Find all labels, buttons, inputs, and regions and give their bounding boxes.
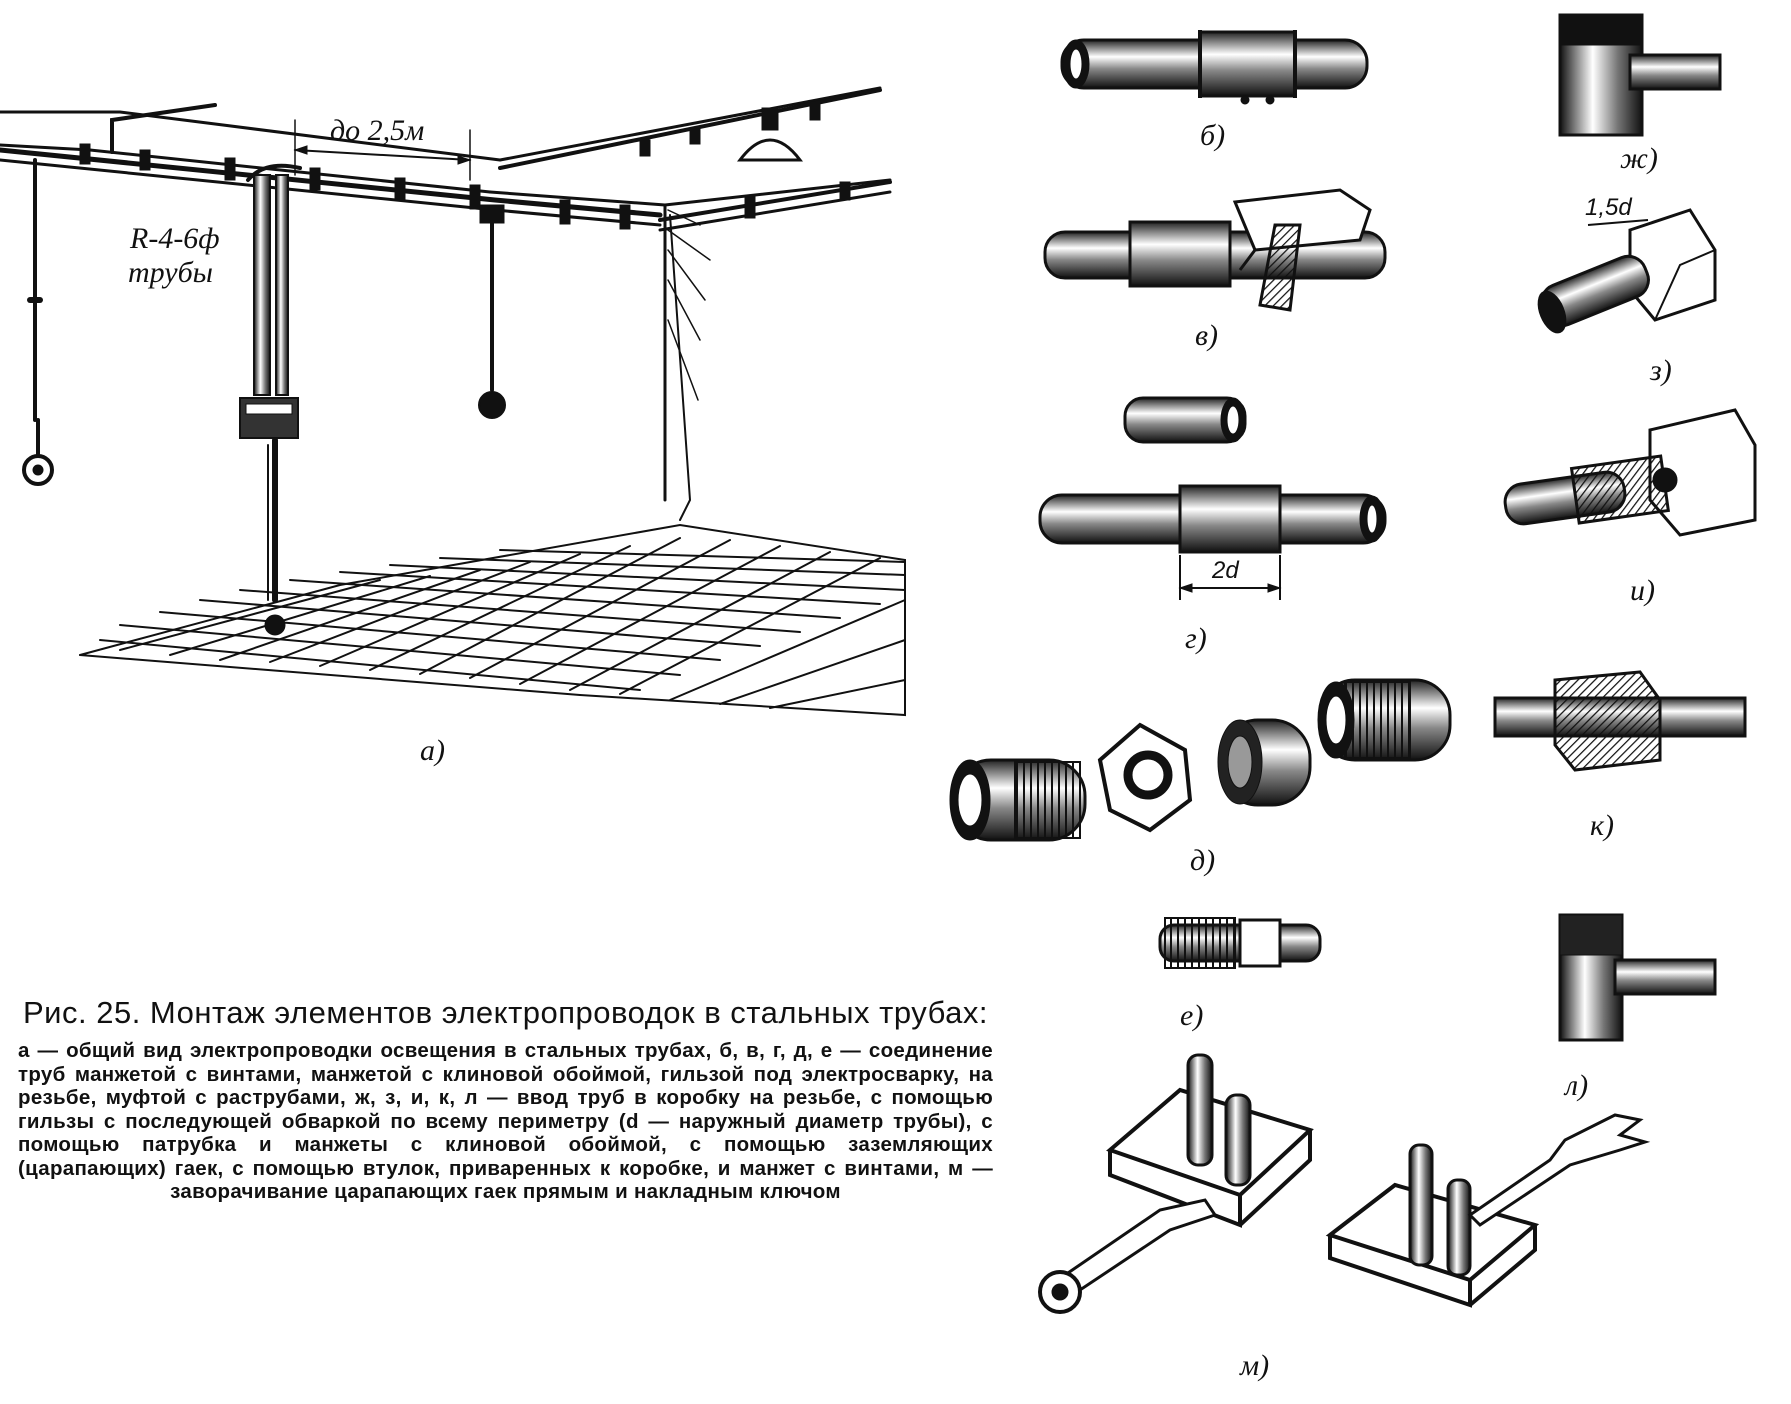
annotation-weld-width: 1,5d [1585,194,1632,221]
view-z-sleeve-welded [1537,208,1717,334]
label-view-d: д) [1190,844,1215,877]
annotation-radius-line2: трубы [128,256,213,289]
view-b-collar-screws [1060,30,1369,105]
view-i-branch-pipe-wedge [1503,408,1757,537]
annotation-spacing: до 2,5м [330,114,424,147]
view-m-wrench-tightening [1038,1053,1651,1314]
annotation-sleeve-length: 2d [1211,557,1239,584]
label-view-l: л) [1563,1069,1588,1102]
label-view-k: к) [1590,809,1614,842]
label-view-g: г) [1185,622,1207,655]
view-g-welding-sleeve [1038,396,1387,600]
view-l-bushings-collar [1558,913,1717,1042]
view-a-room [0,86,906,717]
label-view-b: б) [1200,119,1225,152]
label-view-a: а) [420,734,445,767]
label-view-zh: ж) [1620,142,1658,175]
view-k-grounding-nuts [1493,670,1747,772]
label-view-i: и) [1630,574,1655,607]
view-d-threaded-coupling [949,678,1452,842]
figure-caption: Рис. 25. Монтаж элементов электропроводо… [18,995,993,1204]
caption-body: а — общий вид электропроводки освещения … [18,1039,993,1203]
view-e-socket-coupling [1158,917,1322,969]
label-view-e: е) [1180,999,1203,1032]
label-view-v: в) [1195,319,1218,352]
label-view-m: м) [1239,1349,1269,1382]
caption-title: Рис. 25. Монтаж элементов электропроводо… [23,995,988,1030]
annotation-radius-line1: R-4-6ф [129,222,220,255]
view-v-wedge-clamp [1043,188,1387,312]
view-zh-box-thread-entry [1558,13,1722,137]
label-view-z: з) [1649,354,1672,387]
